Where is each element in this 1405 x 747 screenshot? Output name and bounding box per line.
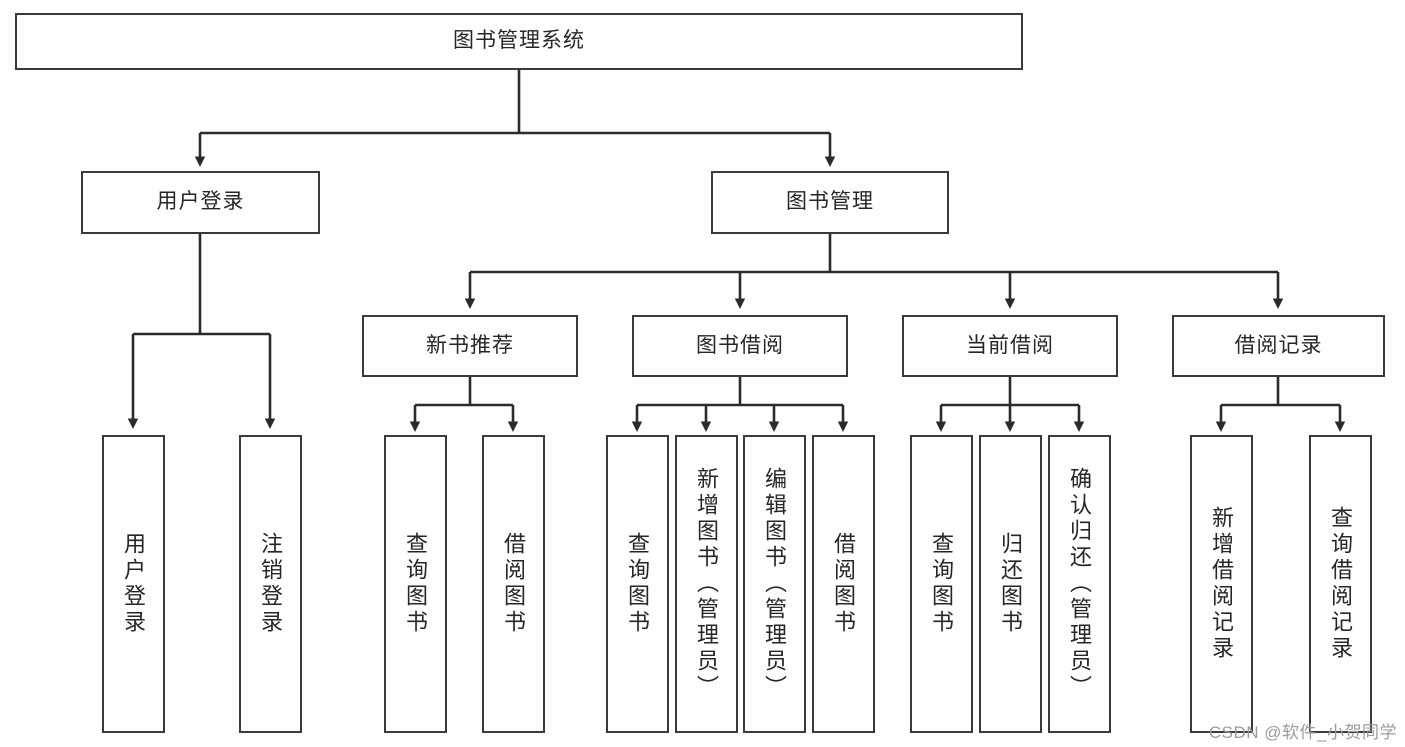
leaf-borrow-borrow-book[interactable]: 借阅图书 (812, 435, 875, 733)
node-label: 借阅图书 (501, 532, 527, 636)
node-label: 查询图书 (929, 532, 955, 636)
leaf-records-query-record[interactable]: 查询借阅记录 (1309, 435, 1372, 733)
leaf-current-query-book[interactable]: 查询图书 (910, 435, 973, 733)
leaf-current-confirm-return-admin[interactable]: 确认归还（管理员） (1048, 435, 1111, 733)
node-label: 用户登录 (156, 190, 245, 214)
csdn-watermark: CSDN @软件_小贺同学 (1208, 723, 1397, 742)
node-label: 借阅图书 (831, 532, 857, 636)
node-label: 图书借阅 (696, 333, 784, 357)
node-book-management[interactable]: 图书管理 (711, 171, 949, 234)
node-label: 借阅记录 (1234, 333, 1323, 357)
leaf-borrow-query-book[interactable]: 查询图书 (606, 435, 669, 733)
node-current-borrow[interactable]: 当前借阅 (902, 315, 1118, 377)
node-label: 查询图书 (625, 532, 651, 636)
node-label: 注销登录 (258, 532, 284, 636)
leaf-borrow-edit-book-admin[interactable]: 编辑图书（管理员） (743, 435, 806, 733)
node-user-login[interactable]: 用户登录 (81, 171, 320, 234)
node-label: 确认归还（管理员） (1067, 467, 1093, 701)
leaf-current-return-book[interactable]: 归还图书 (979, 435, 1042, 733)
node-label: 图书管理 (786, 190, 874, 214)
node-label: 新书推荐 (426, 333, 514, 357)
node-root[interactable]: 图书管理系统 (15, 13, 1023, 70)
node-label: 新增借阅记录 (1209, 506, 1235, 662)
node-new-book-recommend[interactable]: 新书推荐 (362, 315, 578, 377)
leaf-recommend-query-book[interactable]: 查询图书 (384, 435, 447, 733)
node-label: 编辑图书（管理员） (762, 467, 788, 701)
node-label: 查询图书 (403, 532, 429, 636)
leaf-borrow-add-book-admin[interactable]: 新增图书（管理员） (675, 435, 738, 733)
node-borrow-records[interactable]: 借阅记录 (1172, 315, 1385, 377)
node-book-borrow[interactable]: 图书借阅 (632, 315, 848, 377)
leaf-records-add-record[interactable]: 新增借阅记录 (1190, 435, 1253, 733)
leaf-recommend-borrow-book[interactable]: 借阅图书 (482, 435, 545, 733)
leaf-user-login-login[interactable]: 用户登录 (102, 435, 165, 733)
node-label: 新增图书（管理员） (694, 467, 720, 701)
node-label: 用户登录 (121, 532, 147, 636)
node-label: 当前借阅 (966, 333, 1054, 357)
node-label: 查询借阅记录 (1328, 506, 1354, 662)
node-label: 图书管理系统 (453, 29, 585, 53)
node-label: 归还图书 (998, 532, 1024, 636)
leaf-user-login-logout[interactable]: 注销登录 (239, 435, 302, 733)
